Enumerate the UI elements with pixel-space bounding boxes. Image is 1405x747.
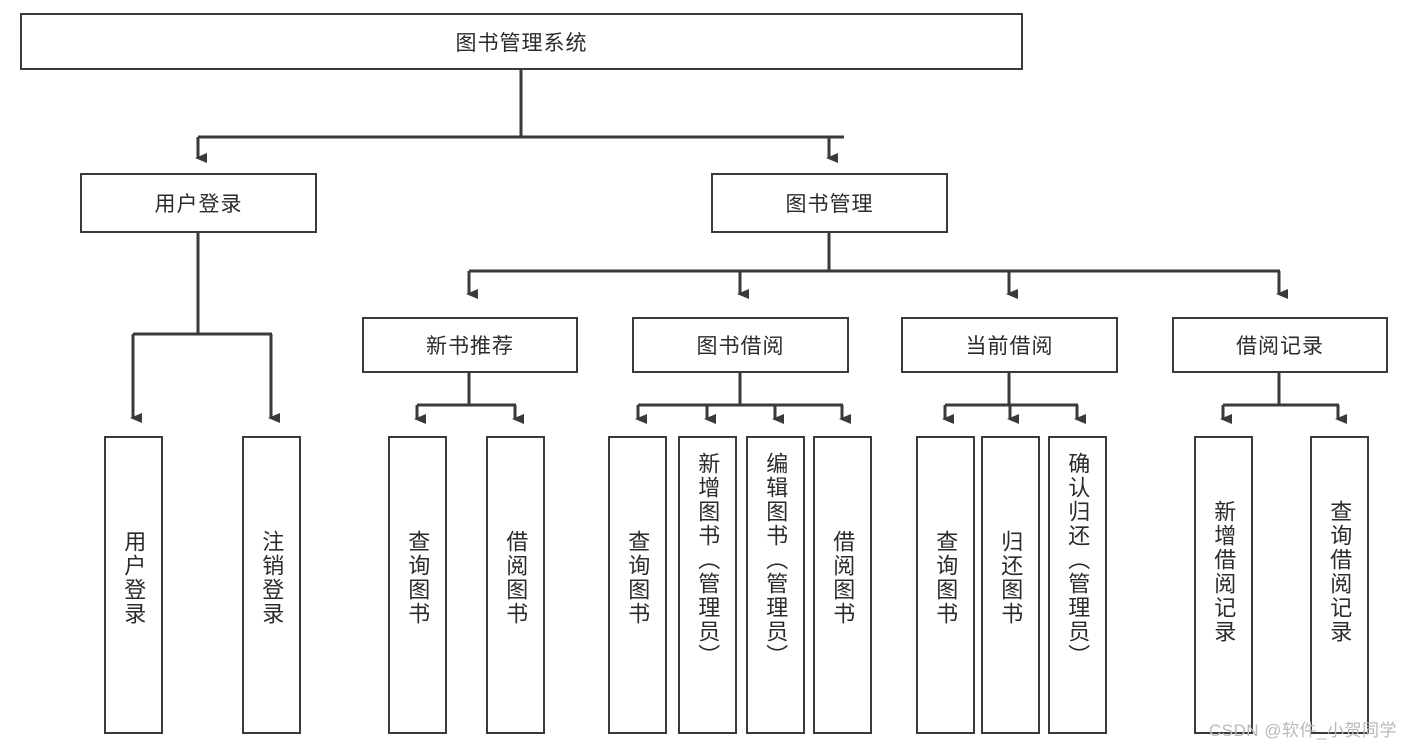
leaf-label: 编辑图书（管理员） (763, 452, 789, 668)
node-book-management[interactable]: 图书管理 (711, 173, 948, 233)
node-label: 用户登录 (154, 193, 243, 216)
leaf-label: 查询借阅记录 (1327, 500, 1353, 644)
leaf-add-borrow-record[interactable]: 新增借阅记录 (1194, 436, 1253, 734)
leaf-borrow-book-recommend[interactable]: 借阅图书 (486, 436, 545, 734)
leaf-label: 新增借阅记录 (1211, 500, 1237, 644)
leaf-confirm-return-admin[interactable]: 确认归还（管理员） (1048, 436, 1107, 734)
leaf-label: 查询图书 (933, 530, 959, 626)
node-book-borrow[interactable]: 图书借阅 (632, 317, 849, 373)
leaf-borrow-book[interactable]: 借阅图书 (813, 436, 872, 734)
leaf-label: 查询图书 (405, 530, 431, 626)
node-borrow-record[interactable]: 借阅记录 (1172, 317, 1388, 373)
leaf-label: 用户登录 (121, 530, 147, 626)
watermark-text: CSDN @软件_小贺同学 (1208, 721, 1397, 740)
leaf-label: 注销登录 (259, 530, 285, 626)
leaf-query-book-recommend[interactable]: 查询图书 (388, 436, 447, 734)
leaf-label: 新增图书（管理员） (695, 452, 721, 668)
node-label: 图书借阅 (696, 335, 785, 358)
leaf-user-login[interactable]: 用户登录 (104, 436, 163, 734)
leaf-label: 借阅图书 (830, 530, 856, 626)
leaf-label: 借阅图书 (503, 530, 529, 626)
node-new-book-recommend[interactable]: 新书推荐 (362, 317, 578, 373)
leaf-label: 确认归还（管理员） (1065, 452, 1091, 668)
leaf-label: 归还图书 (998, 530, 1024, 626)
node-current-borrow[interactable]: 当前借阅 (901, 317, 1118, 373)
node-label: 新书推荐 (426, 335, 514, 358)
node-label: 图书管理 (785, 193, 874, 216)
leaf-user-logout[interactable]: 注销登录 (242, 436, 301, 734)
node-label: 借阅记录 (1236, 335, 1324, 358)
node-root-system[interactable]: 图书管理系统 (20, 13, 1023, 70)
node-user-login[interactable]: 用户登录 (80, 173, 317, 233)
leaf-label: 查询图书 (625, 530, 651, 626)
leaf-edit-book-admin[interactable]: 编辑图书（管理员） (746, 436, 805, 734)
leaf-query-book-borrow[interactable]: 查询图书 (608, 436, 667, 734)
leaf-return-book[interactable]: 归还图书 (981, 436, 1040, 734)
node-label: 图书管理系统 (455, 31, 588, 55)
leaf-query-borrow-record[interactable]: 查询借阅记录 (1310, 436, 1369, 734)
leaf-add-book-admin[interactable]: 新增图书（管理员） (678, 436, 737, 734)
node-label: 当前借阅 (965, 335, 1054, 358)
leaf-query-book-current[interactable]: 查询图书 (916, 436, 975, 734)
